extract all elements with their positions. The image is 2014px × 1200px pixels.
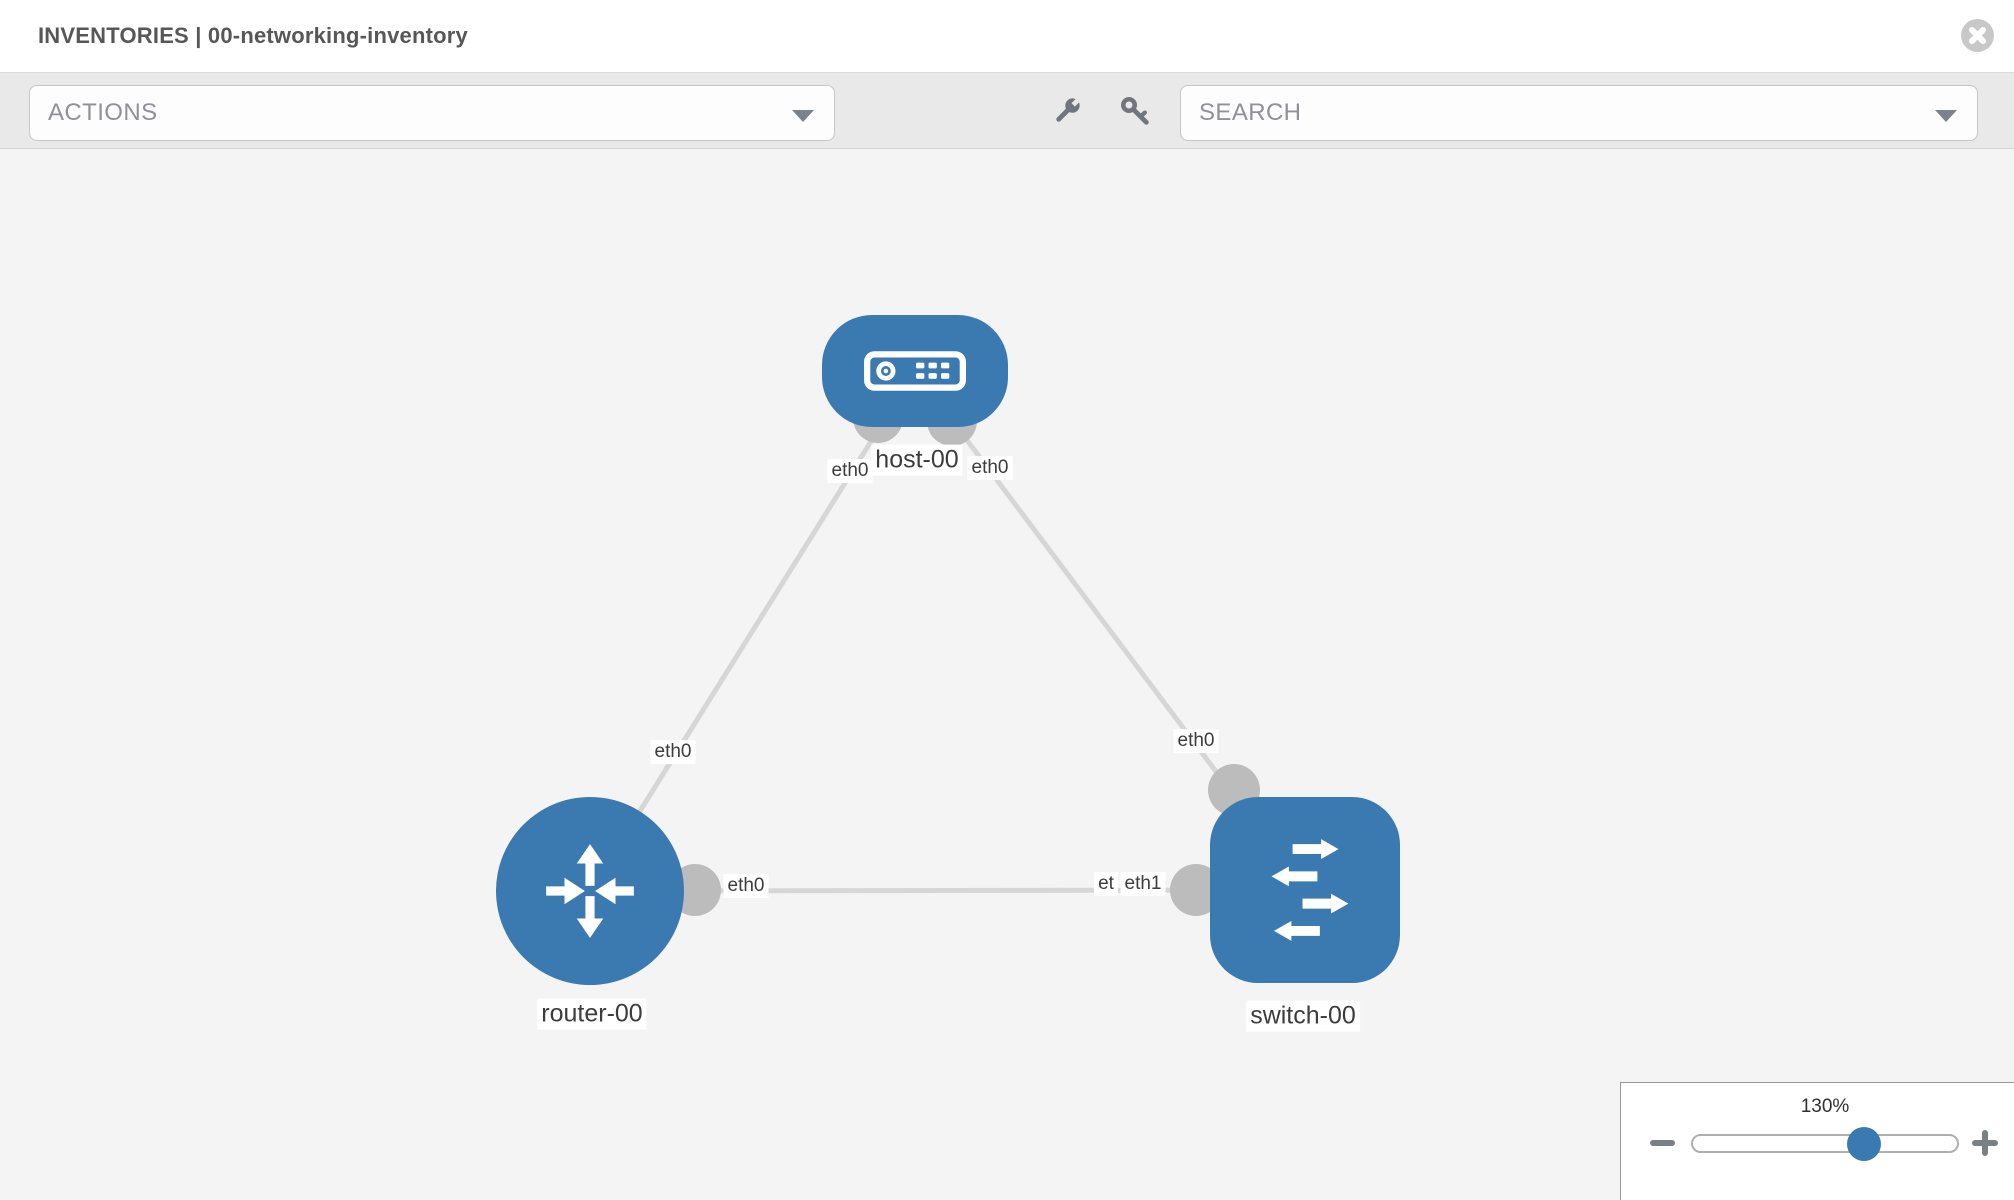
interface-label: eth0 bbox=[967, 456, 1013, 480]
key-icon[interactable] bbox=[1119, 95, 1151, 127]
link-host-00-router-00[interactable] bbox=[587, 369, 918, 893]
node-label: switch-00 bbox=[1246, 1000, 1360, 1032]
node-label: router-00 bbox=[537, 998, 647, 1030]
zoom-percent-label: 130% bbox=[1800, 1096, 1850, 1117]
chevron-down-icon bbox=[792, 110, 814, 122]
header: INVENTORIES | 00-networking-inventory bbox=[0, 0, 2014, 73]
node-router[interactable] bbox=[496, 797, 684, 985]
actions-dropdown-label: ACTIONS bbox=[48, 99, 158, 126]
zoom-in-button[interactable] bbox=[1972, 1130, 1998, 1156]
node-switch[interactable] bbox=[1210, 797, 1400, 983]
interface-label: eth1 bbox=[1120, 872, 1166, 896]
toolbar: ACTIONS SEARCH bbox=[0, 73, 2014, 149]
interface-connector[interactable] bbox=[1170, 864, 1222, 916]
host-icon bbox=[864, 351, 966, 391]
router-icon bbox=[546, 844, 634, 938]
switch-icon bbox=[1271, 839, 1349, 941]
zoom-slider-thumb[interactable] bbox=[1847, 1127, 1881, 1161]
node-label: host-00 bbox=[871, 444, 963, 476]
actions-dropdown[interactable]: ACTIONS bbox=[29, 85, 835, 141]
zoom-out-button[interactable] bbox=[1650, 1140, 1675, 1146]
search-dropdown-label: SEARCH bbox=[1199, 99, 1302, 126]
interface-label: eth0 bbox=[1173, 729, 1219, 753]
node-host[interactable] bbox=[822, 315, 1008, 427]
interface-label: eth0 bbox=[650, 740, 696, 764]
close-icon bbox=[1969, 27, 1986, 44]
wrench-icon[interactable] bbox=[1051, 95, 1083, 127]
chevron-down-icon bbox=[1935, 110, 1957, 122]
interface-label: et bbox=[1094, 872, 1118, 896]
page-title: INVENTORIES | 00-networking-inventory bbox=[38, 23, 468, 48]
search-dropdown[interactable]: SEARCH bbox=[1180, 85, 1978, 141]
interface-label: eth0 bbox=[723, 874, 769, 898]
zoom-slider-track[interactable] bbox=[1691, 1134, 1959, 1153]
zoom-panel: 130% bbox=[1620, 1082, 2014, 1200]
interface-label: eth0 bbox=[827, 459, 873, 483]
close-button[interactable] bbox=[1961, 19, 1994, 52]
